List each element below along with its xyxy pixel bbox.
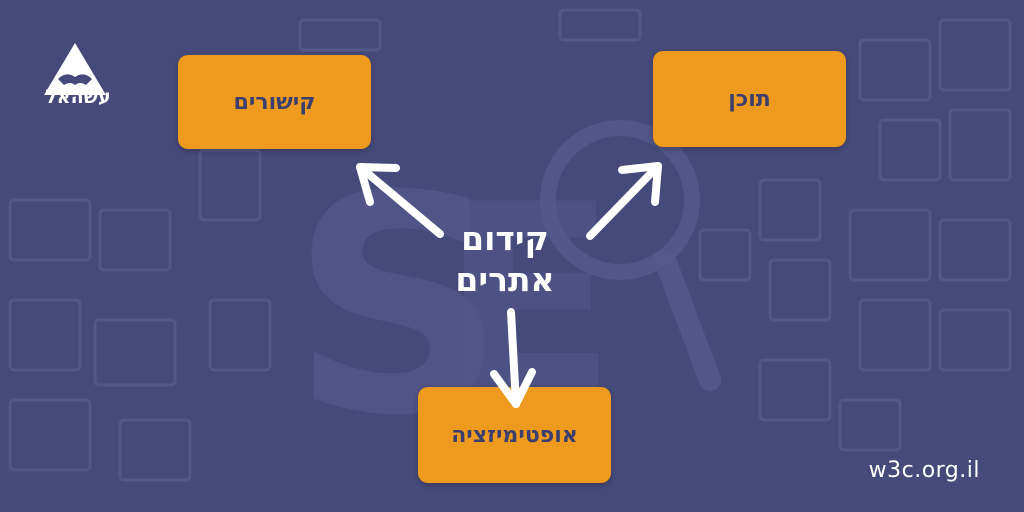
brand-name: עשהאל bbox=[45, 86, 111, 108]
node-links: קישורים bbox=[178, 55, 371, 149]
arrow-to-optimization bbox=[490, 308, 536, 408]
arrow-to-content bbox=[586, 162, 662, 240]
center-label-line-2: אתרים bbox=[455, 260, 555, 299]
brand-logo-icon bbox=[44, 43, 106, 95]
node-content: תוכן bbox=[653, 51, 846, 147]
center-label-line-1: קידום bbox=[461, 219, 549, 258]
website-url: w3c.org.il bbox=[868, 458, 980, 483]
arrow-to-links bbox=[356, 163, 444, 238]
